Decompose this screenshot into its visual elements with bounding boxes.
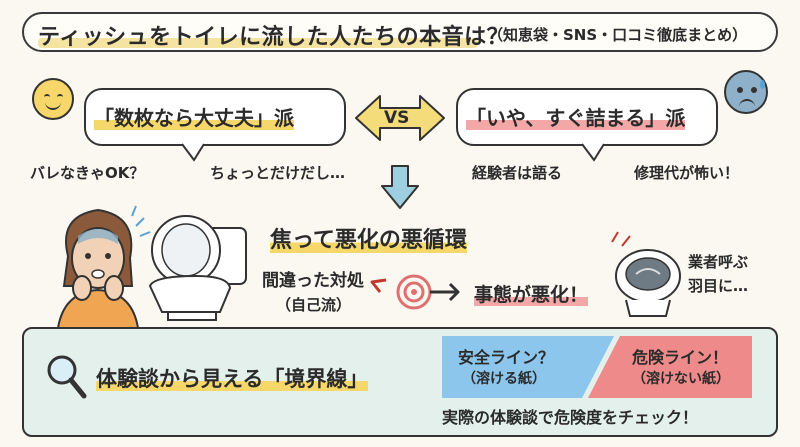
safe-line-title: 安全ライン？ bbox=[458, 348, 555, 367]
boundary-caption: 実際の体験談で危険度をチェック！ bbox=[442, 408, 699, 427]
left-note-1: バレなきゃOK？ bbox=[30, 164, 145, 182]
left-note-2: ちょっとだけだし… bbox=[210, 164, 346, 182]
vs-double-arrow-icon bbox=[355, 95, 445, 141]
worried-person-illustration bbox=[56, 205, 151, 328]
magnifying-glass-icon bbox=[47, 355, 87, 399]
safe-danger-banner bbox=[442, 336, 752, 398]
cycle-step-2: 事態が悪化！ bbox=[474, 284, 589, 306]
cycle-step-1-sub: （自己流） bbox=[276, 296, 352, 314]
right-bubble-tail bbox=[581, 143, 605, 162]
title-highlight bbox=[38, 38, 478, 48]
clogged-toilet-illustration bbox=[611, 231, 681, 317]
danger-line-sub: （溶けない紙） bbox=[632, 371, 730, 387]
cycle-step-1: 間違った対処 bbox=[262, 271, 364, 291]
toilet-illustration bbox=[148, 215, 247, 321]
danger-line-title: 危険ライン！ bbox=[632, 348, 729, 367]
page-title: ティッシュをトイレに流した人たちの本音は？ bbox=[38, 25, 510, 50]
worried-face-icon bbox=[724, 70, 768, 114]
right-note-2: 修理代が怖い！ bbox=[634, 164, 740, 182]
left-bubble-tail bbox=[181, 143, 205, 162]
cycle-aside: 業者呼ぶ 羽目に… bbox=[688, 253, 749, 295]
down-arrow-icon bbox=[381, 165, 419, 209]
right-note-1: 経験者は語る bbox=[472, 164, 563, 182]
boundary-heading: 体験談から見える「境界線」 bbox=[96, 367, 369, 391]
page-subtitle: （知恵袋・SNS・口コミ徹底まとめ） bbox=[488, 26, 748, 44]
vs-label: VS bbox=[384, 108, 410, 128]
left-opinion-label: 「数枚なら大丈夫」派 bbox=[94, 106, 294, 130]
smiley-face-icon bbox=[32, 78, 74, 120]
safe-line-sub: （溶ける紙） bbox=[462, 371, 546, 387]
spiral-icon bbox=[370, 274, 460, 310]
vicious-cycle-heading: 焦って悪化の悪循環 bbox=[270, 228, 467, 253]
right-opinion-label: 「いや、すぐ詰まる」派 bbox=[466, 106, 686, 130]
